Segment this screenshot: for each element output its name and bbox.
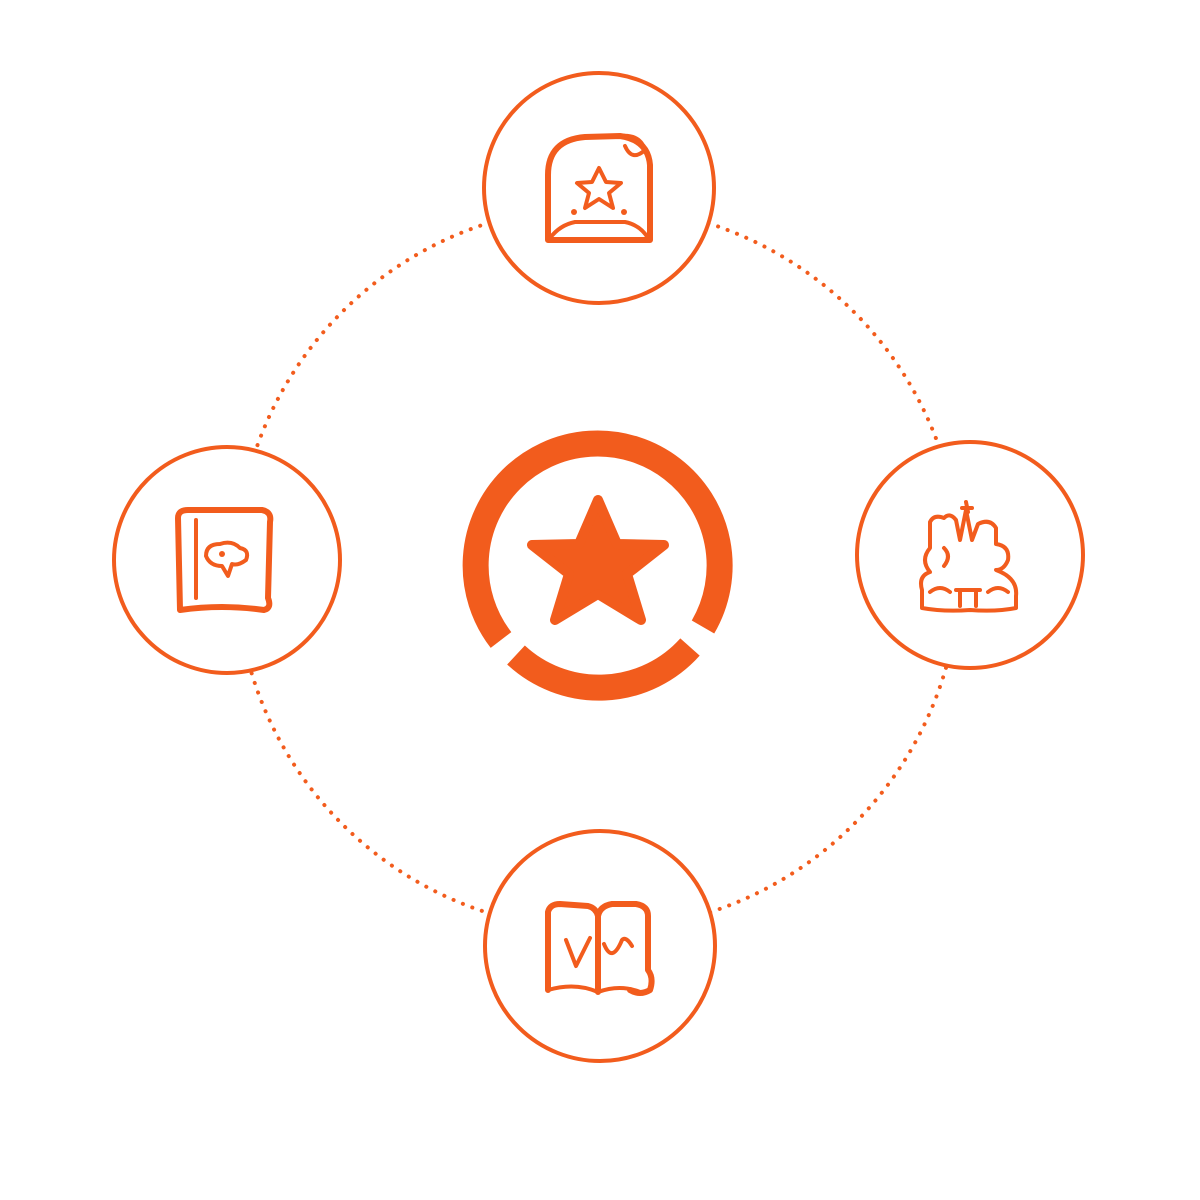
node-bottom[interactable] — [483, 829, 717, 1063]
hub-ring-arc-main — [462, 430, 733, 648]
node-left-circle[interactable] — [112, 445, 342, 675]
hub — [462, 430, 733, 701]
castle-icon — [919, 500, 1019, 613]
node-right-circle[interactable] — [855, 440, 1085, 670]
node-top[interactable] — [482, 71, 716, 305]
node-right[interactable] — [855, 440, 1085, 670]
tombstone-star-icon — [545, 133, 653, 243]
node-top-circle[interactable] — [482, 71, 716, 305]
node-left[interactable] — [112, 445, 342, 675]
hub-ring-arc-bottom — [507, 638, 700, 701]
open-book-icon — [545, 901, 655, 996]
flag-panel-icon — [175, 507, 274, 613]
star-badge-icon — [527, 495, 669, 625]
